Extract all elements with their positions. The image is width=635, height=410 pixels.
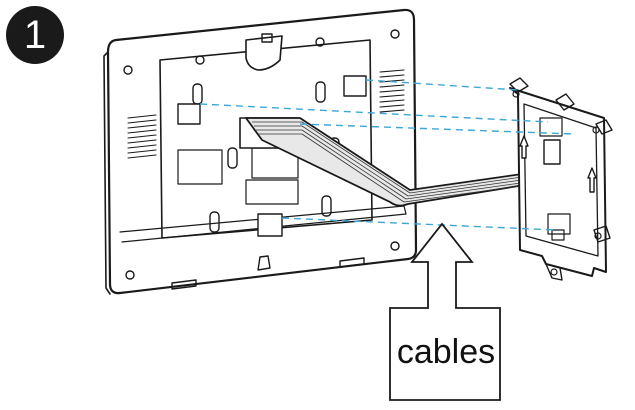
bracket-hook	[545, 263, 563, 281]
connector-block	[257, 213, 283, 237]
bracket-cutout	[547, 213, 571, 235]
bracket-tab	[555, 93, 575, 111]
cables-callout	[389, 222, 501, 401]
wall-bracket	[509, 77, 613, 281]
bracket-hole	[592, 126, 600, 134]
monitor-inner-panel	[159, 39, 373, 239]
mount-slot	[315, 81, 326, 103]
step-number: 1	[23, 13, 47, 57]
arrow-up-icon	[519, 135, 529, 159]
connector-block	[177, 103, 201, 125]
guide-line	[299, 123, 575, 135]
bracket-connector	[543, 139, 561, 165]
connector-block	[343, 75, 367, 97]
bracket-hole	[550, 268, 558, 276]
mount-slot	[227, 147, 238, 169]
monitor-back	[103, 8, 418, 295]
mount-slot	[321, 195, 332, 217]
screw-hole	[390, 241, 400, 251]
cable-stripes	[252, 121, 579, 203]
monitor-bottom-notch	[257, 255, 271, 271]
step-badge: 1	[6, 6, 64, 64]
bracket-hole	[512, 90, 520, 98]
bracket-hole	[594, 232, 602, 240]
bracket-tab	[593, 225, 611, 243]
bracket-cutout	[539, 117, 563, 137]
monitor-foot	[339, 257, 365, 268]
alignment-guides	[199, 79, 575, 231]
screw-hole	[125, 270, 135, 280]
panel-recess	[177, 149, 223, 185]
monitor-foot	[171, 279, 197, 290]
guide-line	[365, 79, 519, 91]
vent-grille-right	[379, 69, 405, 113]
clip-tab	[261, 33, 273, 43]
panel-recess	[245, 179, 299, 205]
arrow-up-icon	[587, 167, 597, 193]
vent-grille-left	[127, 114, 157, 159]
callout-label: cables	[396, 333, 496, 371]
bracket-cutout	[551, 229, 565, 241]
guide-line	[199, 103, 549, 123]
guide-line	[281, 217, 557, 231]
bracket-inner-edge	[523, 103, 599, 257]
callout-arrow-outline	[389, 222, 501, 401]
mount-slot	[209, 211, 220, 233]
screw-hole	[195, 55, 205, 65]
bracket-tab	[595, 119, 613, 135]
screw-hole	[123, 65, 133, 75]
screw-hole	[315, 37, 325, 47]
monitor-side-edge	[103, 51, 111, 295]
monitor-top-clip	[245, 35, 283, 71]
screw-hole	[390, 29, 400, 39]
